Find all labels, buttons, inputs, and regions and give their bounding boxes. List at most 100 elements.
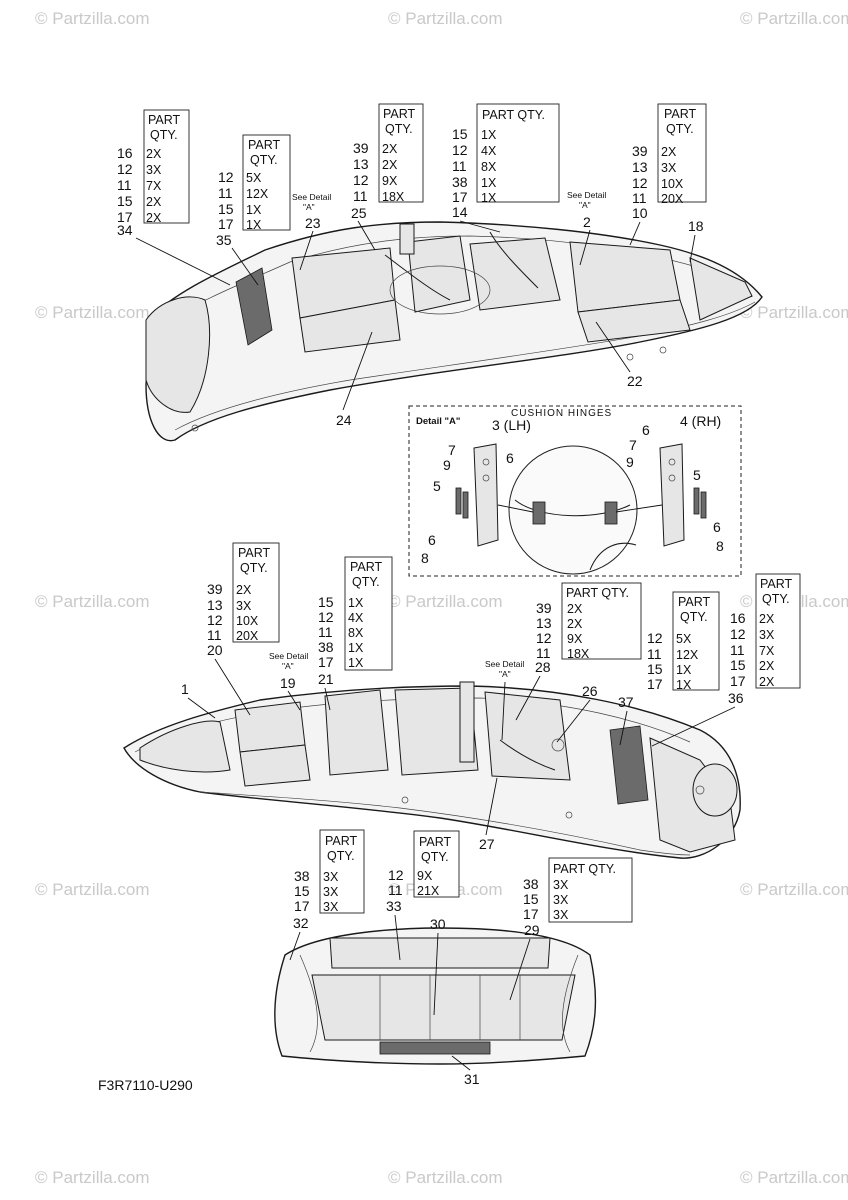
qty-value: 7X (759, 644, 775, 658)
qty-value: 1X (676, 678, 692, 692)
part-number: 15 (318, 594, 334, 610)
watermark: © Partzilla.com (388, 592, 503, 611)
watermark: © Partzilla.com (388, 9, 503, 28)
part-number: 11 (647, 646, 662, 662)
qty-table: PART QTY. 12 11 15 17 5X 12X 1X 1X (647, 591, 720, 692)
callout-32: 32 (293, 915, 309, 931)
qty-table: PART QTY. 38 15 17 3X 3X 3X (523, 857, 633, 923)
callout-27: 27 (479, 836, 495, 852)
qty-value: 8X (481, 160, 497, 174)
part-number: 13 (353, 156, 369, 172)
callout-14: 14 (452, 204, 468, 220)
part-number: 15 (730, 657, 746, 673)
part-number: 11 (452, 158, 467, 174)
callout-5: 5 (693, 467, 701, 483)
qty-header: PART (760, 577, 793, 591)
watermark: © Partzilla.com (35, 1168, 150, 1187)
qty-header: QTY. (421, 850, 449, 864)
qty-value: 3X (759, 628, 775, 642)
qty-value: 2X (382, 158, 398, 172)
qty-value: 3X (553, 893, 569, 907)
part-number: 11 (117, 177, 132, 193)
qty-value: 3X (323, 885, 339, 899)
part-number: 12 (207, 612, 223, 628)
qty-header: PART (664, 107, 697, 121)
part-number: 17 (730, 673, 746, 689)
qty-table: PART QTY. 15 12 11 38 17 1X 4X 8X 1X 1X (452, 103, 560, 205)
see-detail-note: See Detail (269, 651, 308, 661)
qty-header: QTY. (352, 575, 380, 589)
part-number: 11 (353, 188, 368, 204)
part-number: 11 (730, 642, 745, 658)
part-number: 11 (536, 645, 551, 661)
part-number: 12 (730, 626, 746, 642)
part-number: 12 (388, 867, 404, 883)
see-detail-note: "A" (579, 200, 591, 210)
part-number: 16 (117, 145, 133, 161)
callout-31: 31 (464, 1071, 480, 1087)
qty-header: QTY. (250, 153, 278, 167)
part-number: 39 (632, 143, 648, 159)
part-number: 11 (218, 185, 233, 201)
callout-30: 30 (430, 916, 446, 932)
part-number: 16 (730, 610, 746, 626)
see-detail-note: "A" (499, 669, 511, 679)
qty-value: 3X (146, 163, 162, 177)
part-number: 12 (647, 630, 663, 646)
part-number: 17 (452, 189, 468, 205)
qty-value: 9X (417, 869, 433, 883)
part-number: 15 (452, 126, 468, 142)
part-number: 13 (207, 597, 223, 613)
qty-value: 9X (567, 632, 583, 646)
part-number: 13 (632, 159, 648, 175)
qty-value: 7X (146, 179, 162, 193)
part-number: 38 (318, 639, 334, 655)
callout-22: 22 (627, 373, 643, 389)
qty-value: 1X (246, 203, 262, 217)
callout-1: 1 (181, 681, 189, 697)
qty-value: 12X (246, 187, 269, 201)
see-detail-note: See Detail (292, 192, 331, 202)
qty-table: PART QTY. 16 12 11 15 17 2X 3X 7X 2X 2X (117, 109, 190, 225)
watermark: © Partzilla.com (740, 880, 848, 899)
part-number: 12 (353, 172, 369, 188)
qty-header: QTY. (150, 128, 178, 142)
callout-9: 9 (443, 457, 451, 473)
qty-value: 2X (146, 211, 162, 225)
see-detail-notes: See Detail "A" See Detail "A" See Detail… (269, 190, 606, 679)
qty-header: QTY. (327, 849, 355, 863)
watermark: © Partzilla.com (740, 1168, 848, 1187)
qty-value: 3X (323, 870, 339, 884)
part-number: 38 (523, 876, 539, 892)
callout-34: 34 (117, 222, 133, 238)
qty-table: PART QTY. 39 13 12 11 2X 2X 9X 18X (536, 582, 642, 661)
qty-table: PART QTY. 16 12 11 15 17 2X 3X 7X 2X 2X (730, 573, 801, 689)
callout-5: 5 (433, 478, 441, 494)
qty-header: PART QTY. (482, 108, 545, 122)
part-number: 11 (388, 882, 403, 898)
qty-value: 2X (146, 195, 162, 209)
see-detail-note: See Detail (485, 659, 524, 669)
qty-table: PART QTY. 39 13 12 11 2X 3X 10X 20X (632, 103, 707, 206)
part-number: 17 (647, 676, 663, 692)
qty-value: 18X (382, 190, 405, 204)
part-number: 17 (523, 906, 539, 922)
part-number: 12 (536, 630, 552, 646)
qty-tables: PART QTY. 16 12 11 15 17 2X 3X 7X 2X 2X … (117, 103, 801, 923)
callout-7: 7 (629, 437, 637, 453)
callout-3-lh: 3 (LH) (492, 417, 531, 433)
qty-header: PART (325, 834, 358, 848)
boat-top-view-upper (145, 221, 763, 442)
see-detail-note: "A" (303, 202, 315, 212)
qty-header: PART (419, 835, 452, 849)
part-number: 17 (218, 216, 234, 232)
part-number: 38 (294, 868, 310, 884)
qty-table: PART QTY. 12 11 9X 21X (388, 830, 460, 898)
qty-value: 2X (236, 583, 252, 597)
callout-25: 25 (351, 205, 367, 221)
part-number: 15 (523, 891, 539, 907)
callout-29: 29 (524, 922, 540, 938)
callout-18: 18 (688, 218, 704, 234)
detail-a-panel: Detail "A" CUSHION HINGES 3 (LH) 4 (RH) … (408, 405, 742, 577)
